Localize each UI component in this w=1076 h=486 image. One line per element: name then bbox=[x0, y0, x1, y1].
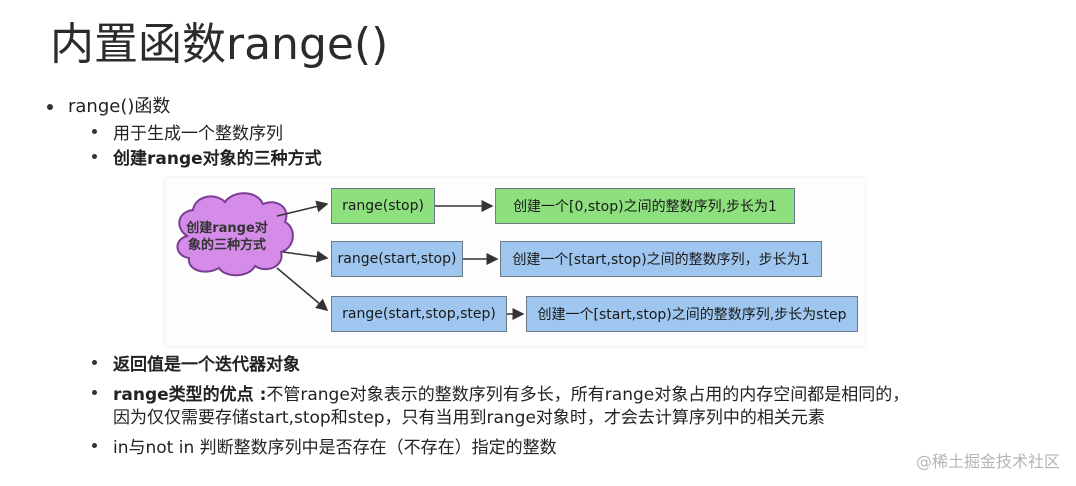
range-start-stop-step-desc-box: 创建一个[start,stop)之间的整数序列,步长为step bbox=[526, 296, 858, 332]
sub-bullet-generate-sequence: 用于生成一个整数序列 bbox=[113, 124, 283, 144]
slide-title: 内置函数range() bbox=[50, 19, 389, 70]
range-stop-desc-box: 创建一个[0,stop)之间的整数序列,步长为1 bbox=[495, 188, 795, 224]
sub-bullet-dot bbox=[92, 129, 97, 134]
arrow-to-row-3 bbox=[276, 267, 329, 311]
advantage-text: 不管range对象表示的整数序列有多长，所有range对象占用的内存空间都是相同… bbox=[266, 385, 910, 405]
watermark: @稀土掘金技术社区 bbox=[915, 452, 1060, 471]
sub-bullet-dot bbox=[92, 390, 97, 395]
bullet-dot bbox=[47, 104, 53, 110]
cloud-label-line-1: 创建range对 bbox=[186, 221, 268, 236]
range-stop-box: range(stop) bbox=[331, 188, 435, 224]
sub-bullet-three-ways: 创建range对象的三种方式 bbox=[113, 149, 322, 169]
sub-bullet-dot bbox=[92, 360, 97, 365]
diagram-connectors bbox=[176, 192, 525, 320]
range-start-stop-desc-box: 创建一个[start,stop)之间的整数序列，步长为1 bbox=[500, 241, 822, 277]
sub-bullet-returns-iterator: 返回值是一个迭代器对象 bbox=[113, 355, 300, 375]
cloud-label-line-2: 象的三种方式 bbox=[187, 238, 266, 253]
bullet-range-function: range()函数 bbox=[68, 96, 171, 117]
advantage-text-line-2: 因为仅仅需要存储start,stop和step，只有当用到range对象时，才会… bbox=[113, 408, 825, 428]
arrow-to-row-1 bbox=[276, 200, 329, 217]
sub-bullet-dot bbox=[92, 443, 97, 448]
range-diagram: 创建range对 象的三种方式 range(stop) 创建一个[0,stop)… bbox=[165, 178, 865, 346]
sub-bullet-dot bbox=[92, 154, 97, 159]
arrow-to-row-2 bbox=[282, 250, 329, 263]
sub-bullet-advantage: range类型的优点 :不管range对象表示的整数序列有多长，所有range对… bbox=[113, 380, 909, 405]
advantage-label: range类型的优点 : bbox=[113, 385, 267, 405]
range-start-stop-box: range(start,stop) bbox=[331, 241, 463, 277]
range-start-stop-step-box: range(start,stop,step) bbox=[331, 296, 507, 332]
cloud-shape bbox=[176, 192, 294, 277]
sub-bullet-in-not-in: in与not in 判断整数序列中是否存在（不存在）指定的整数 bbox=[113, 438, 557, 458]
cloud-label: 创建range对 象的三种方式 bbox=[179, 220, 275, 254]
